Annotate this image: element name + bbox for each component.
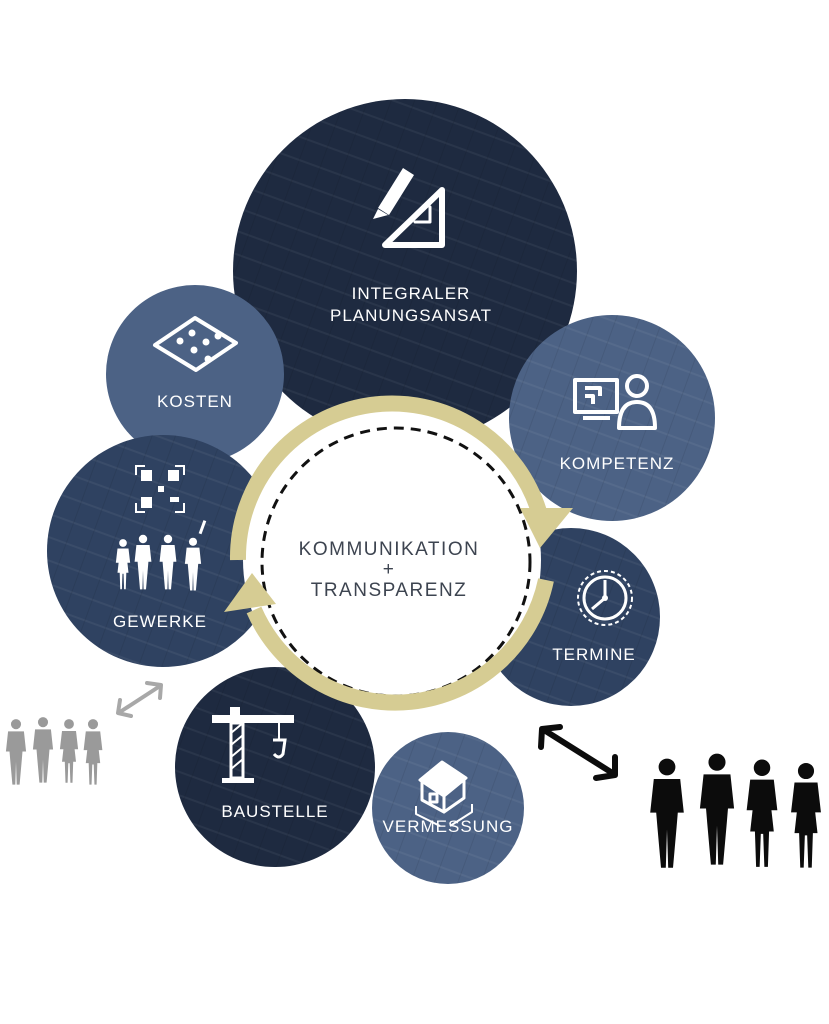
- node-planung: INTEGRALER PLANUNGSANSAT: [233, 99, 577, 443]
- center-disc: [243, 411, 541, 709]
- house-measure-icon: [415, 760, 473, 827]
- node-kosten-label: KOSTEN: [157, 392, 233, 411]
- people-group-dark: [650, 753, 821, 868]
- double-arrow-right: [538, 724, 618, 781]
- center-line3: TRANSPARENZ: [311, 580, 468, 601]
- node-gewerke: GEWERKE: [47, 435, 279, 667]
- node-kompetenz: KOMPETENZ: [509, 315, 715, 521]
- node-baustelle-label: BAUSTELLE: [221, 802, 328, 821]
- node-planung-line2: PLANUNGSANSAT: [330, 306, 492, 325]
- node-termine-label: TERMINE: [552, 645, 636, 664]
- node-baustelle: BAUSTELLE: [175, 667, 375, 867]
- people-group-light: [5, 717, 103, 785]
- node-kompetenz-label: KOMPETENZ: [560, 454, 675, 473]
- cycle-arrowhead-top: [520, 508, 573, 548]
- cycle-arrow-top: [229, 395, 548, 561]
- node-gewerke-label: GEWERKE: [113, 612, 207, 631]
- node-vermessung: VERMESSUNG: [372, 732, 524, 884]
- center-cycle: KOMMUNIKATION + TRANSPARENZ: [224, 395, 573, 711]
- workers-group-icon: [115, 520, 207, 591]
- center-line2: +: [383, 559, 396, 580]
- double-arrow-left: [116, 681, 163, 718]
- cycle-arrowhead-bottom: [224, 573, 276, 612]
- pencil-ruler-icon: [373, 168, 445, 248]
- crane-icon: [212, 707, 294, 783]
- screen-person-icon: [573, 374, 657, 430]
- cycle-arrow-bottom: [246, 578, 554, 711]
- node-kosten: KOSTEN: [106, 285, 284, 463]
- calculator-icon: [153, 316, 238, 372]
- clock-icon: [577, 570, 633, 626]
- qr-code-icon: [135, 465, 185, 513]
- node-planung-line1: INTEGRALER: [352, 284, 471, 303]
- node-vermessung-label: VERMESSUNG: [383, 817, 514, 836]
- center-line1: KOMMUNIKATION: [299, 539, 480, 560]
